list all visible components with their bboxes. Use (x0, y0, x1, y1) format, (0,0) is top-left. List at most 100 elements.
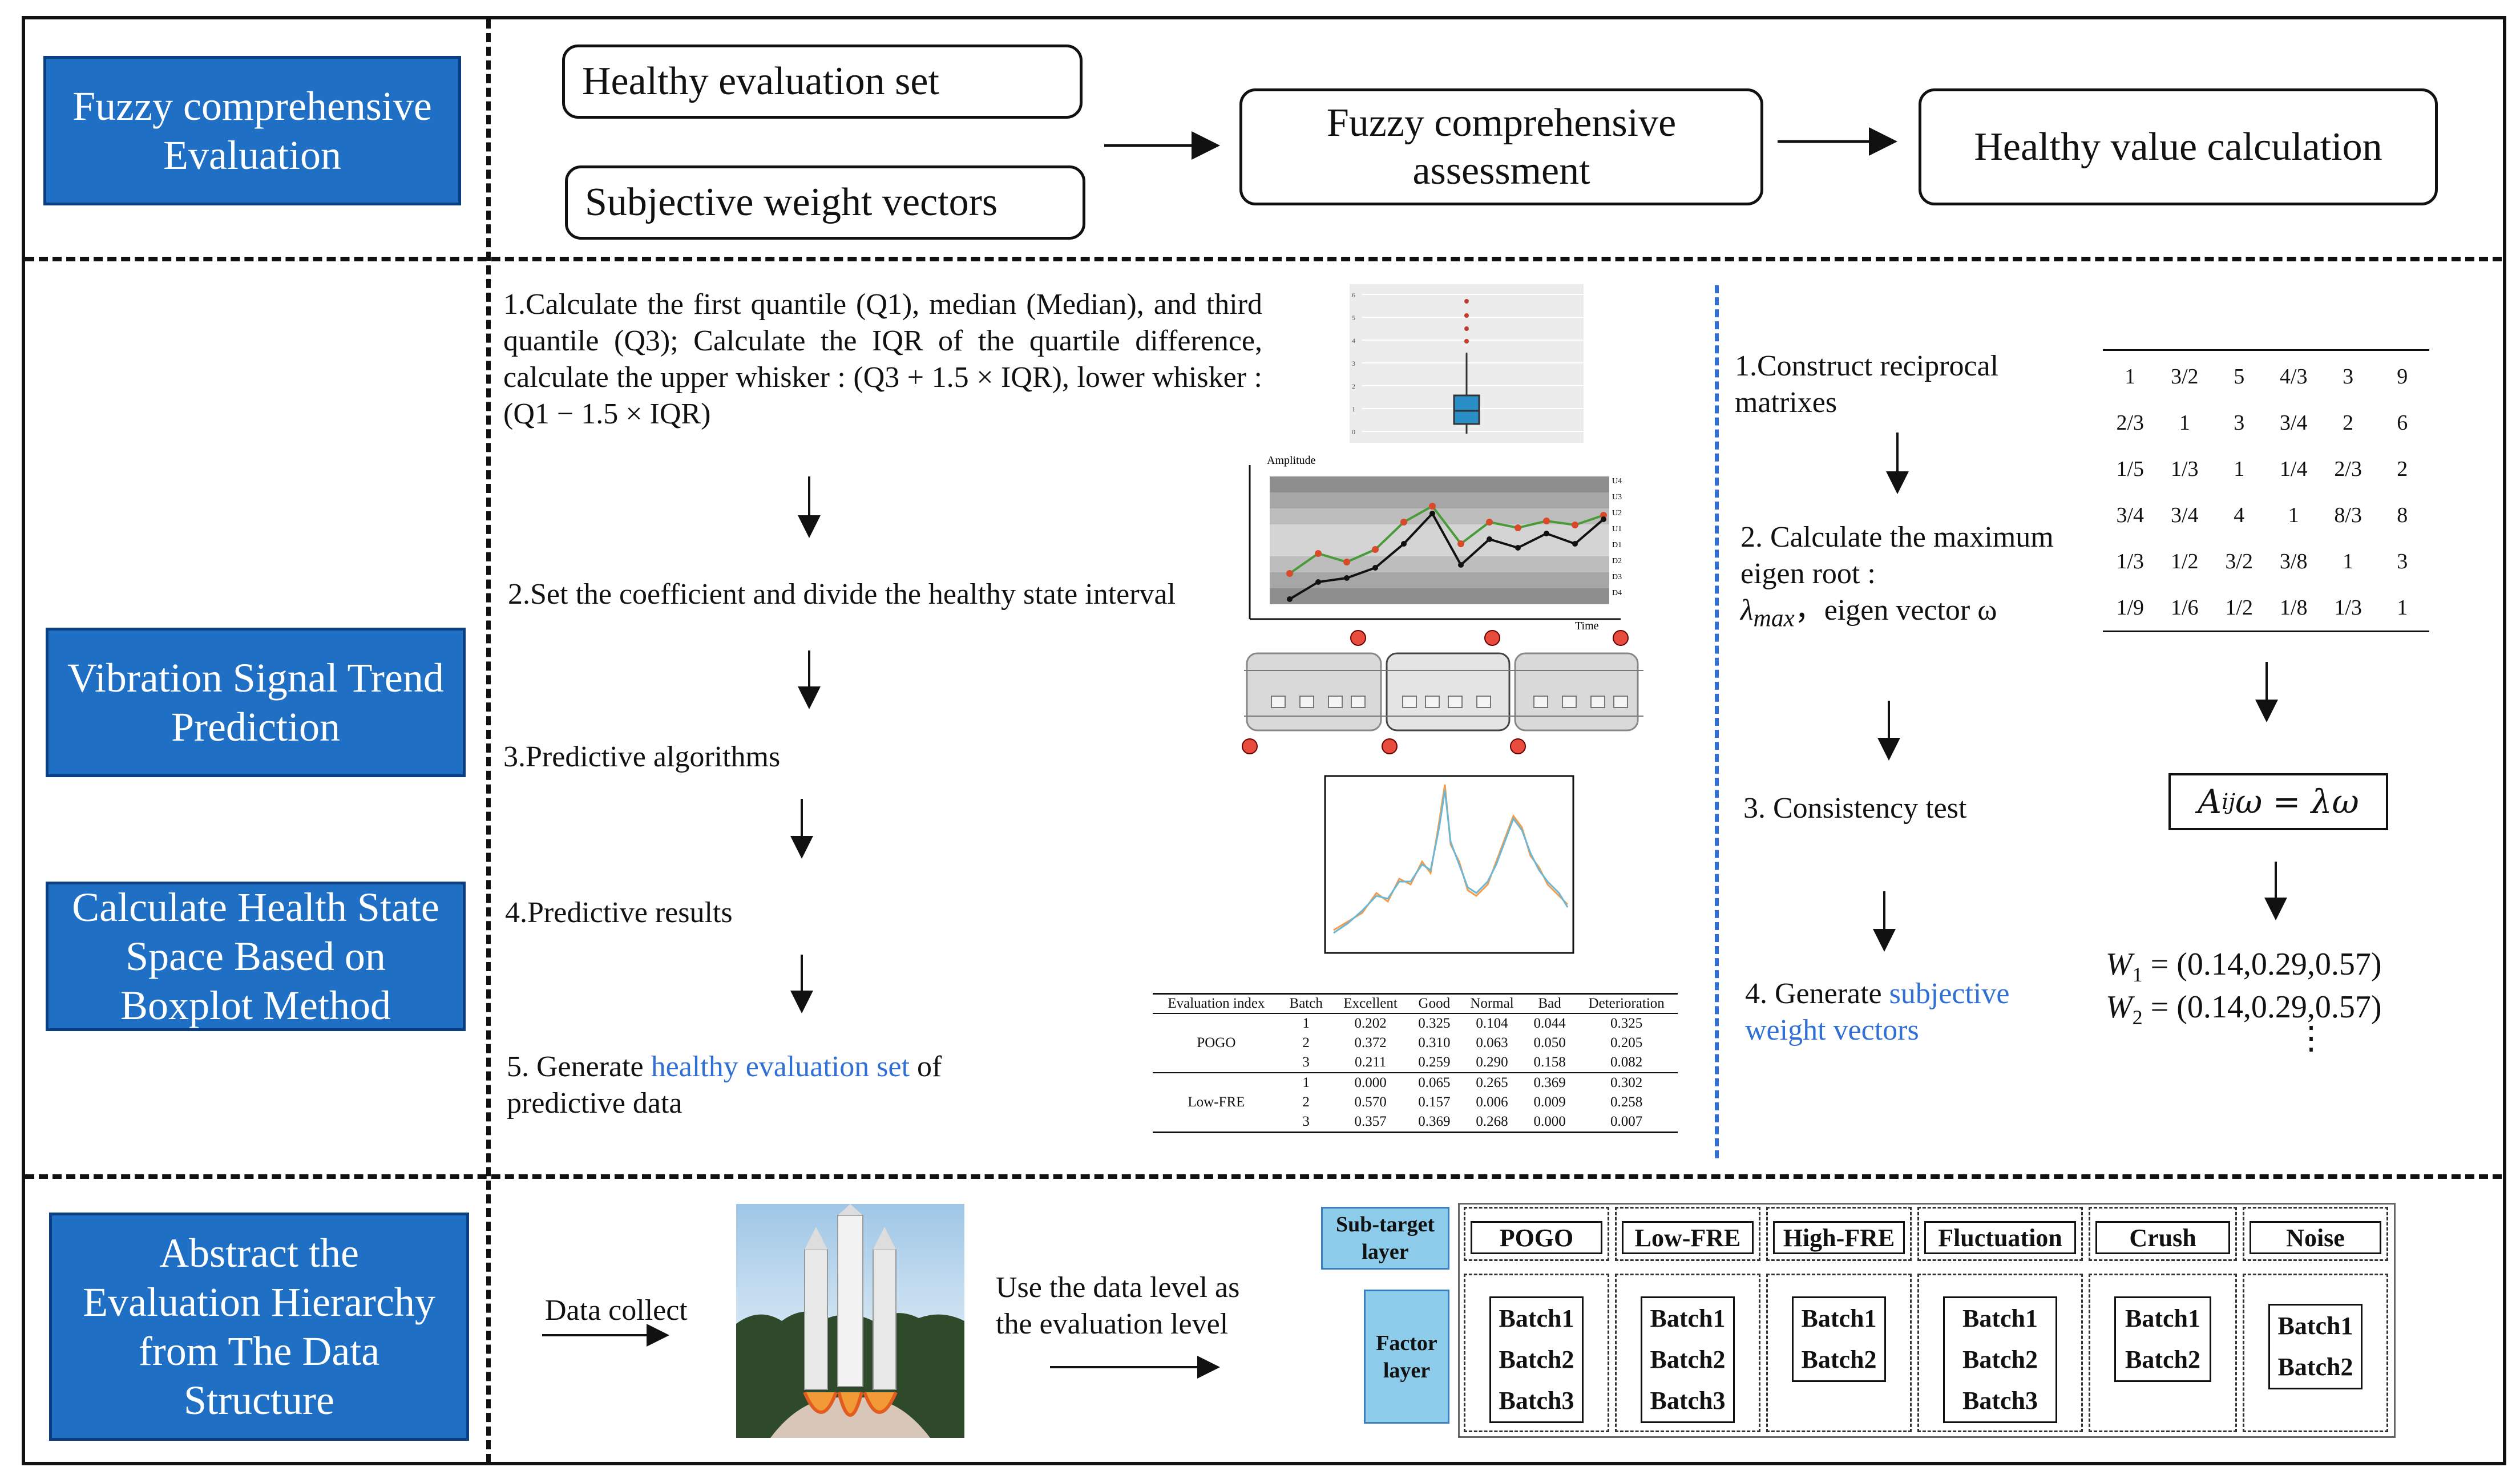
rocket-flame (803, 1391, 898, 1417)
amp-point-black (1315, 579, 1321, 585)
amp-point-red (1343, 559, 1350, 565)
health-level-label: D1 (1612, 541, 1622, 549)
evaluation-header-cell: Batch (1279, 995, 1332, 1014)
lstm-gate (1402, 696, 1417, 708)
amp-point-red (1572, 522, 1578, 528)
matrix-cell: 3/4 (2279, 410, 2308, 435)
ahp-divider (1715, 285, 1719, 1158)
ahp-step-4-link: subjective weight vectors (1745, 977, 2010, 1046)
lstm-gate (1425, 696, 1440, 708)
boxplot-tick: 6 (1352, 291, 1355, 299)
batch-item: Batch3 (1650, 1387, 1726, 1415)
subtarget-box: Fluctuation (1924, 1221, 2076, 1254)
lstm-output-node (1484, 630, 1500, 646)
evaluation-value-cell: 0.372 (1354, 1035, 1387, 1050)
batch-item: Batch1 (1962, 1304, 2038, 1332)
factor-column (1766, 1274, 1912, 1432)
amp-green-line (1289, 504, 1604, 575)
hierarchy-frame (1458, 1203, 2396, 1438)
lstm-gate (1448, 696, 1463, 708)
eq-a: A (2198, 782, 2222, 821)
evaluation-value-cell: 0.570 (1354, 1094, 1387, 1110)
health-level-label: U1 (1612, 525, 1622, 534)
evaluation-header-cell: Excellent (1332, 995, 1409, 1014)
matrix-cell: 1 (2397, 595, 2408, 620)
ahp-step-4: 4. Generate subjective weight vectors (1745, 976, 2065, 1049)
rocket-booster-nose-left (805, 1227, 827, 1250)
health-band (1270, 476, 1609, 492)
matrix-cell: 6 (2397, 410, 2408, 435)
matrix-cell: 1/3 (2116, 549, 2145, 573)
amp-point-red (1457, 540, 1464, 547)
matrix-cell: 3 (2397, 549, 2408, 573)
evaluation-value-cell: 0.268 (1476, 1114, 1508, 1129)
rocket-booster-nose-right (873, 1227, 896, 1250)
evaluation-value-cell: 0.104 (1476, 1016, 1508, 1031)
amp-point-black (1572, 541, 1578, 547)
matrix-cell: 1 (2288, 503, 2299, 527)
row-divider-1 (25, 257, 2502, 261)
matrix-cell: 5 (2234, 364, 2245, 389)
healthy-evaluation-set-box: Healthy evaluation set (562, 45, 1083, 119)
hierarchy-column (1615, 1207, 1760, 1261)
subtarget-box: High-FRE (1773, 1221, 1905, 1254)
lstm-cell-right (1514, 652, 1639, 732)
step-1-text: 1.Calculate the first quantile (Q1), med… (503, 288, 1262, 430)
column-divider (486, 19, 491, 1463)
health-level-label: U4 (1612, 477, 1622, 486)
amp-point-black (1429, 511, 1435, 516)
factor-column (2089, 1274, 2237, 1432)
boxplot-outlier (1464, 299, 1469, 304)
matrix-cell: 4/3 (2279, 364, 2308, 389)
matrix-cell: 1/9 (2116, 595, 2145, 620)
prediction-frame (1324, 775, 1574, 954)
step-4-text: 4.Predictive results (505, 896, 733, 929)
lstm-gate (1476, 696, 1491, 708)
amp-point-black (1515, 545, 1521, 551)
eigen-vector-text: ，eigen vector ω (1794, 594, 1997, 627)
rocket-booster-left (804, 1249, 828, 1390)
health-band (1270, 588, 1609, 604)
ahp-step-3: 3. Consistency test (1743, 792, 1967, 825)
batch-item: Batch1 (2125, 1304, 2200, 1332)
rocket-smoke (770, 1397, 930, 1438)
boxplot-tick: 5 (1352, 314, 1355, 322)
matrix-cell: 3/8 (2279, 549, 2308, 573)
step-3-text: 3.Predictive algorithms (503, 741, 781, 773)
health-band (1270, 556, 1609, 572)
w1-sub: 1 (2132, 963, 2143, 987)
lstm-gate (1271, 696, 1286, 708)
evaluation-value-cell: 3 (1302, 1054, 1310, 1070)
lambda-symbol: λ (1740, 594, 1754, 627)
batch-item: Batch2 (1499, 1345, 1574, 1373)
boxplot-tick: 2 (1352, 382, 1355, 390)
evaluation-value-cell: 0.065 (1418, 1075, 1451, 1090)
matrix-cell: 3 (2234, 410, 2245, 435)
amp-point-red (1400, 519, 1407, 526)
evaluation-index-cell (1153, 1073, 1280, 1093)
matrix-cell: 2/3 (2334, 456, 2362, 481)
evaluation-index-cell (1153, 1053, 1280, 1073)
evaluation-value-cell: 0.202 (1354, 1016, 1387, 1031)
batch-item: Batch2 (1962, 1345, 2038, 1373)
amp-point-red (1543, 518, 1550, 524)
subtarget-layer-label: Sub-target layer (1321, 1207, 1449, 1270)
outer-frame (22, 16, 2506, 1465)
boxplot-tick: 1 (1352, 405, 1355, 413)
data-collect-text: Data collect (545, 1294, 688, 1327)
evaluation-value-cell: 0.290 (1476, 1054, 1508, 1070)
lstm-gate (1613, 696, 1628, 708)
weight-vector-1: W1 = (0.14,0.29,0.57) (2106, 944, 2382, 995)
